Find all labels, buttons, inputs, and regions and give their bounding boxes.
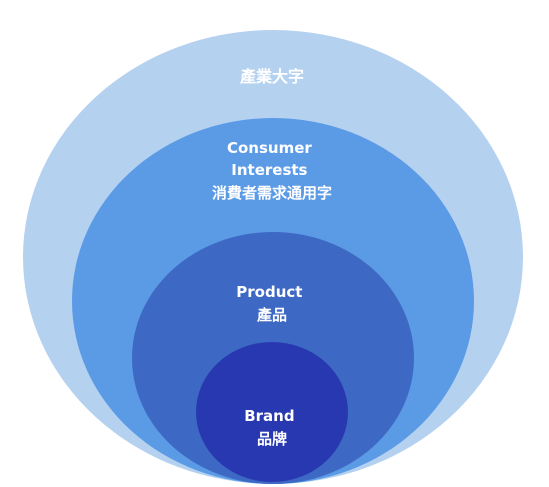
ring-consumer-line-3: 消費者需求通用字 [212, 184, 332, 202]
ring-product-line-2: 產品 [256, 306, 287, 324]
ring-brand-label: Brand 品牌 [244, 407, 300, 448]
ring-product-line-1: Product [236, 283, 302, 301]
ring-brand-shape [196, 342, 348, 482]
ring-industry-label: 產業大字 [240, 67, 304, 86]
ring-brand-line-1: Brand [244, 407, 294, 425]
ring-consumer-line-2: Interests [231, 161, 307, 179]
ring-brand-line-2: 品牌 [257, 430, 287, 448]
ring-consumer-line-1: Consumer [227, 139, 312, 157]
ring-consumer-label: Consumer Interests 消費者需求通用字 [212, 139, 332, 202]
ring-product-label: Product 產品 [236, 283, 307, 324]
ring-brand: Brand 品牌 [196, 342, 348, 482]
ring-industry-line-1: 產業大字 [240, 67, 304, 86]
